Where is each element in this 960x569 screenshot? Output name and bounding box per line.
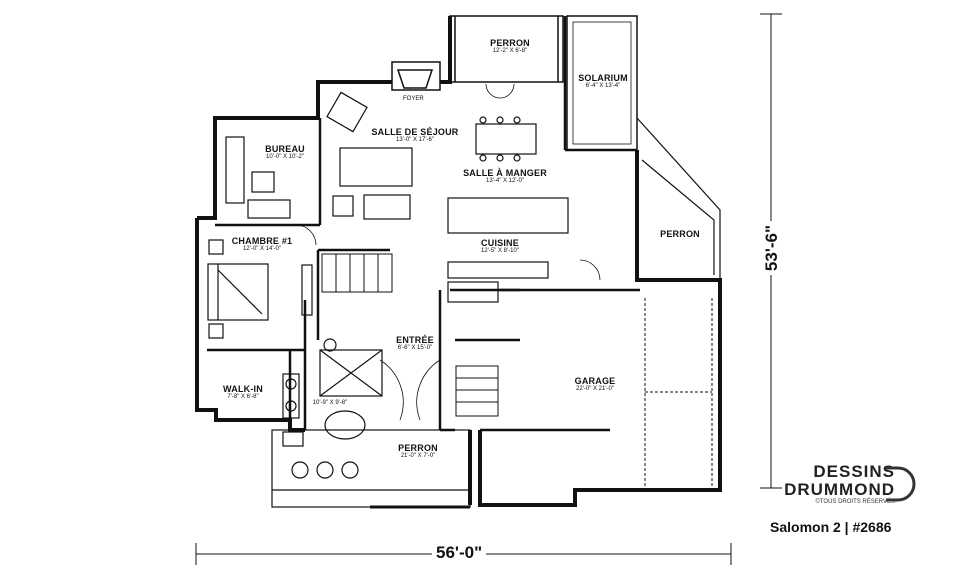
room-perron-bottom: PERRON 21'-0" X 7'-0" bbox=[378, 443, 458, 460]
stairs bbox=[321, 253, 499, 417]
room-perron-top: PERRON 12'-2" X 6'-8" bbox=[470, 38, 550, 55]
perron-top-outline bbox=[449, 15, 564, 83]
perron-right-outline bbox=[636, 117, 721, 280]
room-dims: 12'-5" X 8'-10" bbox=[481, 248, 519, 255]
perron-bottom-outline bbox=[271, 429, 471, 509]
door-swings bbox=[295, 83, 601, 421]
room-perron-right: PERRON bbox=[650, 229, 710, 239]
room-solarium: SOLARIUM 6'-4" X 13'-4" bbox=[568, 73, 638, 90]
room-salle-sejour: SALLE DE SÉJOUR 13'-0" X 17'-6" bbox=[360, 127, 470, 144]
room-garage: GARAGE 22'-0" X 21'-0" bbox=[560, 376, 630, 393]
room-dims: 7'-8" X 6'-8" bbox=[227, 394, 259, 401]
brand-line2: DRUMMOND bbox=[784, 480, 895, 499]
room-name: GARAGE bbox=[574, 376, 616, 386]
bath-fixtures bbox=[282, 338, 383, 447]
room-dims: 12'-2" X 6'-8" bbox=[492, 48, 528, 55]
room-name: SALLE DE SÉJOUR bbox=[371, 127, 459, 137]
room-walkin: WALK-IN 7'-8" X 6'-8" bbox=[218, 384, 268, 401]
room-salle-bain: 10'-9" X 9'-8" bbox=[305, 400, 355, 407]
solarium-outline bbox=[566, 15, 638, 151]
room-name: ENTRÉE bbox=[396, 335, 434, 345]
room-name: CUISINE bbox=[481, 238, 519, 248]
room-dims: 12'-0" X 14'-0" bbox=[243, 246, 281, 253]
dining-table bbox=[475, 116, 537, 162]
room-name: PERRON bbox=[490, 38, 530, 48]
room-name: PERRON bbox=[398, 443, 438, 453]
room-dims: 21'-0" X 7'-0" bbox=[400, 453, 436, 460]
room-dims: 22'-0" X 21'-0" bbox=[576, 386, 614, 393]
room-name: CHAMBRE #1 bbox=[231, 236, 293, 246]
brand-line1: DESSINS bbox=[813, 462, 895, 481]
room-name: WALK-IN bbox=[223, 384, 263, 394]
room-name: SOLARIUM bbox=[578, 73, 628, 83]
plan-caption: Salomon 2 | #2686 bbox=[770, 519, 892, 535]
brand-d-icon bbox=[886, 466, 916, 502]
porch-chairs bbox=[291, 461, 359, 479]
depth-dimension-label: 53'-6" bbox=[762, 220, 783, 276]
exterior-walls bbox=[195, 16, 722, 507]
room-name: SALLE À MANGER bbox=[463, 168, 547, 178]
room-name: BUREAU bbox=[265, 144, 305, 154]
room-name: PERRON bbox=[660, 229, 700, 239]
room-dims: 13'-4" X 12'-0" bbox=[486, 178, 524, 185]
office-furniture bbox=[225, 136, 291, 219]
room-cuisine: CUISINE 12'-5" X 8'-10" bbox=[465, 238, 535, 255]
brand-logo: DESSINS DRUMMOND ©TOUS DROITS RÉSERVÉS bbox=[755, 462, 895, 506]
kitchen-counters bbox=[447, 197, 569, 303]
width-dimension-label: 56'-0" bbox=[432, 543, 487, 563]
living-furniture bbox=[326, 91, 413, 220]
room-dims: 13'-0" X 17'-6" bbox=[396, 137, 434, 144]
foyer-label: FOYER bbox=[403, 96, 424, 102]
room-dims: 10'-0" X 10'-2" bbox=[266, 154, 304, 161]
room-salle-manger: SALLE À MANGER 13'-4" X 12'-0" bbox=[455, 168, 555, 185]
room-bureau: BUREAU 10'-0" X 10'-2" bbox=[245, 144, 325, 161]
room-chambre: CHAMBRE #1 12'-0" X 14'-0" bbox=[222, 236, 302, 253]
room-entree: ENTRÉE 6'-6" X 15'-0" bbox=[385, 335, 445, 352]
garage-doors bbox=[644, 298, 713, 488]
brand-rights: ©TOUS DROITS RÉSERVÉS bbox=[815, 499, 895, 505]
room-dims: 6'-6" X 15'-0" bbox=[397, 345, 433, 352]
room-dims: 6'-4" X 13'-4" bbox=[585, 83, 621, 90]
bed bbox=[207, 239, 313, 339]
room-dims: 10'-9" X 9'-8" bbox=[312, 400, 348, 406]
fireplace bbox=[391, 61, 441, 91]
